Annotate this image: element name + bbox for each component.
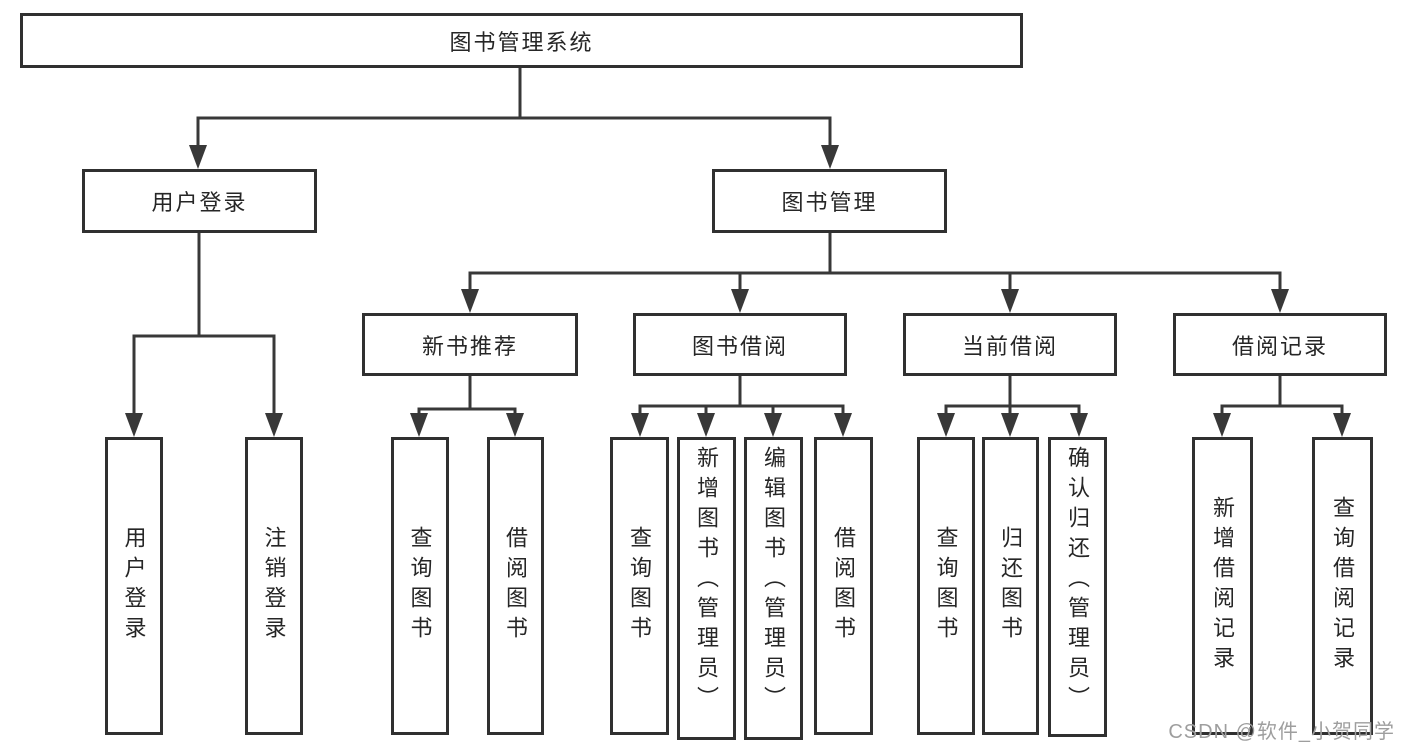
node-user-login-group: 用户登录 — [82, 169, 317, 233]
connector-root-to-level2 — [189, 68, 839, 169]
node-book-management: 图书管理 — [712, 169, 947, 233]
node-book-borrowing-label: 图书借阅 — [691, 333, 788, 359]
leaf-logout: 注销登录 — [245, 437, 303, 735]
node-library-system-label: 图书管理系统 — [449, 29, 594, 55]
node-current-borrowing-label: 当前借阅 — [961, 333, 1058, 359]
leaf-confirm-return-admin: 确认归还（管理员） — [1048, 437, 1107, 737]
leaf-borrow-books-borrowing: 借阅图书 — [814, 437, 873, 735]
node-library-system: 图书管理系统 — [20, 13, 1023, 68]
leaf-query-books-current-label: 查询图书 — [933, 526, 959, 646]
leaf-user-login-label: 用户登录 — [121, 526, 147, 646]
leaf-query-books-borrowing: 查询图书 — [610, 437, 669, 735]
leaf-borrow-books-recommend-label: 借阅图书 — [503, 526, 529, 646]
node-book-management-label: 图书管理 — [781, 190, 878, 215]
leaf-borrow-books-borrowing-label: 借阅图书 — [831, 526, 857, 646]
connector-book-management-children — [461, 233, 1289, 313]
connector-borrow-records-children — [1213, 376, 1351, 437]
connector-book-borrowing-children — [631, 376, 852, 437]
connector-current-borrowing-children — [937, 376, 1088, 437]
leaf-add-borrow-record-label: 新增借阅记录 — [1210, 496, 1236, 676]
node-book-borrowing: 图书借阅 — [633, 313, 847, 376]
leaf-query-books-recommend: 查询图书 — [391, 437, 449, 735]
leaf-borrow-books-recommend: 借阅图书 — [487, 437, 544, 735]
leaf-query-borrow-record: 查询借阅记录 — [1312, 437, 1373, 735]
leaf-query-books-borrowing-label: 查询图书 — [627, 526, 653, 646]
leaf-add-borrow-record: 新增借阅记录 — [1192, 437, 1253, 735]
leaf-return-book: 归还图书 — [982, 437, 1039, 735]
leaf-query-books-current: 查询图书 — [917, 437, 975, 735]
leaf-return-book-label: 归还图书 — [998, 526, 1024, 646]
node-borrow-records: 借阅记录 — [1173, 313, 1387, 376]
connector-new-book-recommend-children — [410, 376, 524, 437]
leaf-confirm-return-admin-label: 确认归还（管理员） — [1065, 446, 1091, 716]
node-user-login-group-label: 用户登录 — [151, 190, 248, 215]
node-new-book-recommend: 新书推荐 — [362, 313, 578, 376]
node-new-book-recommend-label: 新书推荐 — [421, 333, 518, 359]
leaf-add-book-admin-label: 新增图书（管理员） — [694, 446, 720, 716]
leaf-add-book-admin: 新增图书（管理员） — [677, 437, 736, 740]
leaf-query-borrow-record-label: 查询借阅记录 — [1330, 496, 1356, 676]
leaf-edit-book-admin: 编辑图书（管理员） — [744, 437, 803, 740]
leaf-query-books-recommend-label: 查询图书 — [407, 526, 433, 646]
node-current-borrowing: 当前借阅 — [903, 313, 1117, 376]
leaf-edit-book-admin-label: 编辑图书（管理员） — [761, 446, 787, 716]
leaf-user-login: 用户登录 — [105, 437, 163, 735]
leaf-logout-label: 注销登录 — [261, 526, 287, 646]
node-borrow-records-label: 借阅记录 — [1231, 333, 1328, 359]
csdn-watermark: CSDN @软件_小贺同学 — [1168, 721, 1395, 743]
connector-user-login-children — [125, 233, 283, 437]
